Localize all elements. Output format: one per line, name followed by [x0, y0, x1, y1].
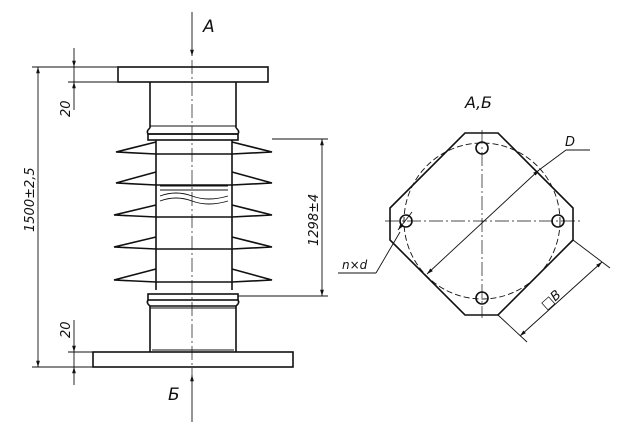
dim-holes-text: n×d	[342, 258, 368, 272]
view-b-label: Б	[168, 385, 180, 405]
view-section-label: А,Б	[464, 93, 492, 112]
insulator-core	[155, 140, 233, 290]
dim-top-flange: 20	[59, 48, 118, 117]
dim-square-text: □B	[539, 288, 565, 313]
insulator-top-view: А,Б D n×d	[338, 93, 611, 343]
insulator-side-view: A Б 1500±2,5 20 20	[23, 12, 328, 422]
dim-shed-height-text: 1298±4	[307, 194, 322, 246]
top-cap-ring	[147, 133, 239, 141]
dim-bottom-flange-text: 20	[59, 321, 74, 338]
dim-bottom-flange: 20	[59, 320, 148, 385]
bottom-cap-ring	[147, 293, 239, 301]
bottom-flange	[92, 351, 294, 368]
dim-total-height: 1500±2,5	[23, 66, 118, 368]
dim-diameter-text: D	[565, 135, 575, 150]
view-a-label: A	[202, 17, 215, 37]
bolt-holes	[399, 141, 565, 305]
dim-top-flange-text: 20	[59, 100, 74, 117]
dim-holes: n×d	[338, 211, 413, 274]
dim-total-height-text: 1500±2,5	[23, 167, 38, 232]
dim-diameter: D	[426, 135, 590, 275]
dim-shed-height: 1298±4	[238, 138, 328, 297]
dim-square: □B	[497, 239, 611, 343]
top-flange	[117, 66, 269, 83]
insulator-sheds	[113, 141, 273, 283]
